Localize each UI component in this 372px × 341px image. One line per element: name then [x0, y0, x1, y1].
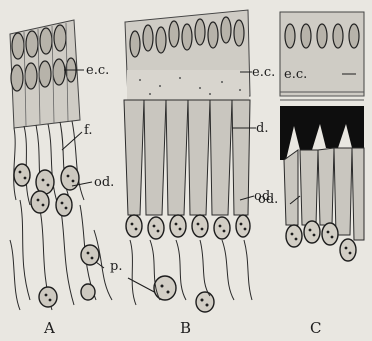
label-a-od: od.: [94, 175, 114, 190]
panel-a-epithelium: [10, 20, 80, 128]
panel-b-nuclei: [126, 215, 250, 312]
label-b-d: d.: [256, 121, 268, 136]
panel-c-epithelium: [280, 12, 364, 100]
panel-label-a: A: [43, 319, 55, 337]
panel-c: e.c. od. C: [258, 12, 364, 337]
panel-b-epithelium: [125, 10, 250, 100]
label-a-ec: e.c.: [86, 63, 109, 78]
label-a-p: p.: [110, 259, 122, 274]
panel-label-b: B: [180, 319, 191, 337]
label-a-f: f.: [84, 123, 92, 138]
label-b-ec: e.c.: [252, 65, 275, 80]
panel-label-c: C: [310, 319, 321, 337]
panel-b-odontoblast-columns: [124, 100, 250, 215]
label-c-od: od.: [258, 192, 278, 207]
label-c-ec: e.c.: [284, 67, 307, 82]
